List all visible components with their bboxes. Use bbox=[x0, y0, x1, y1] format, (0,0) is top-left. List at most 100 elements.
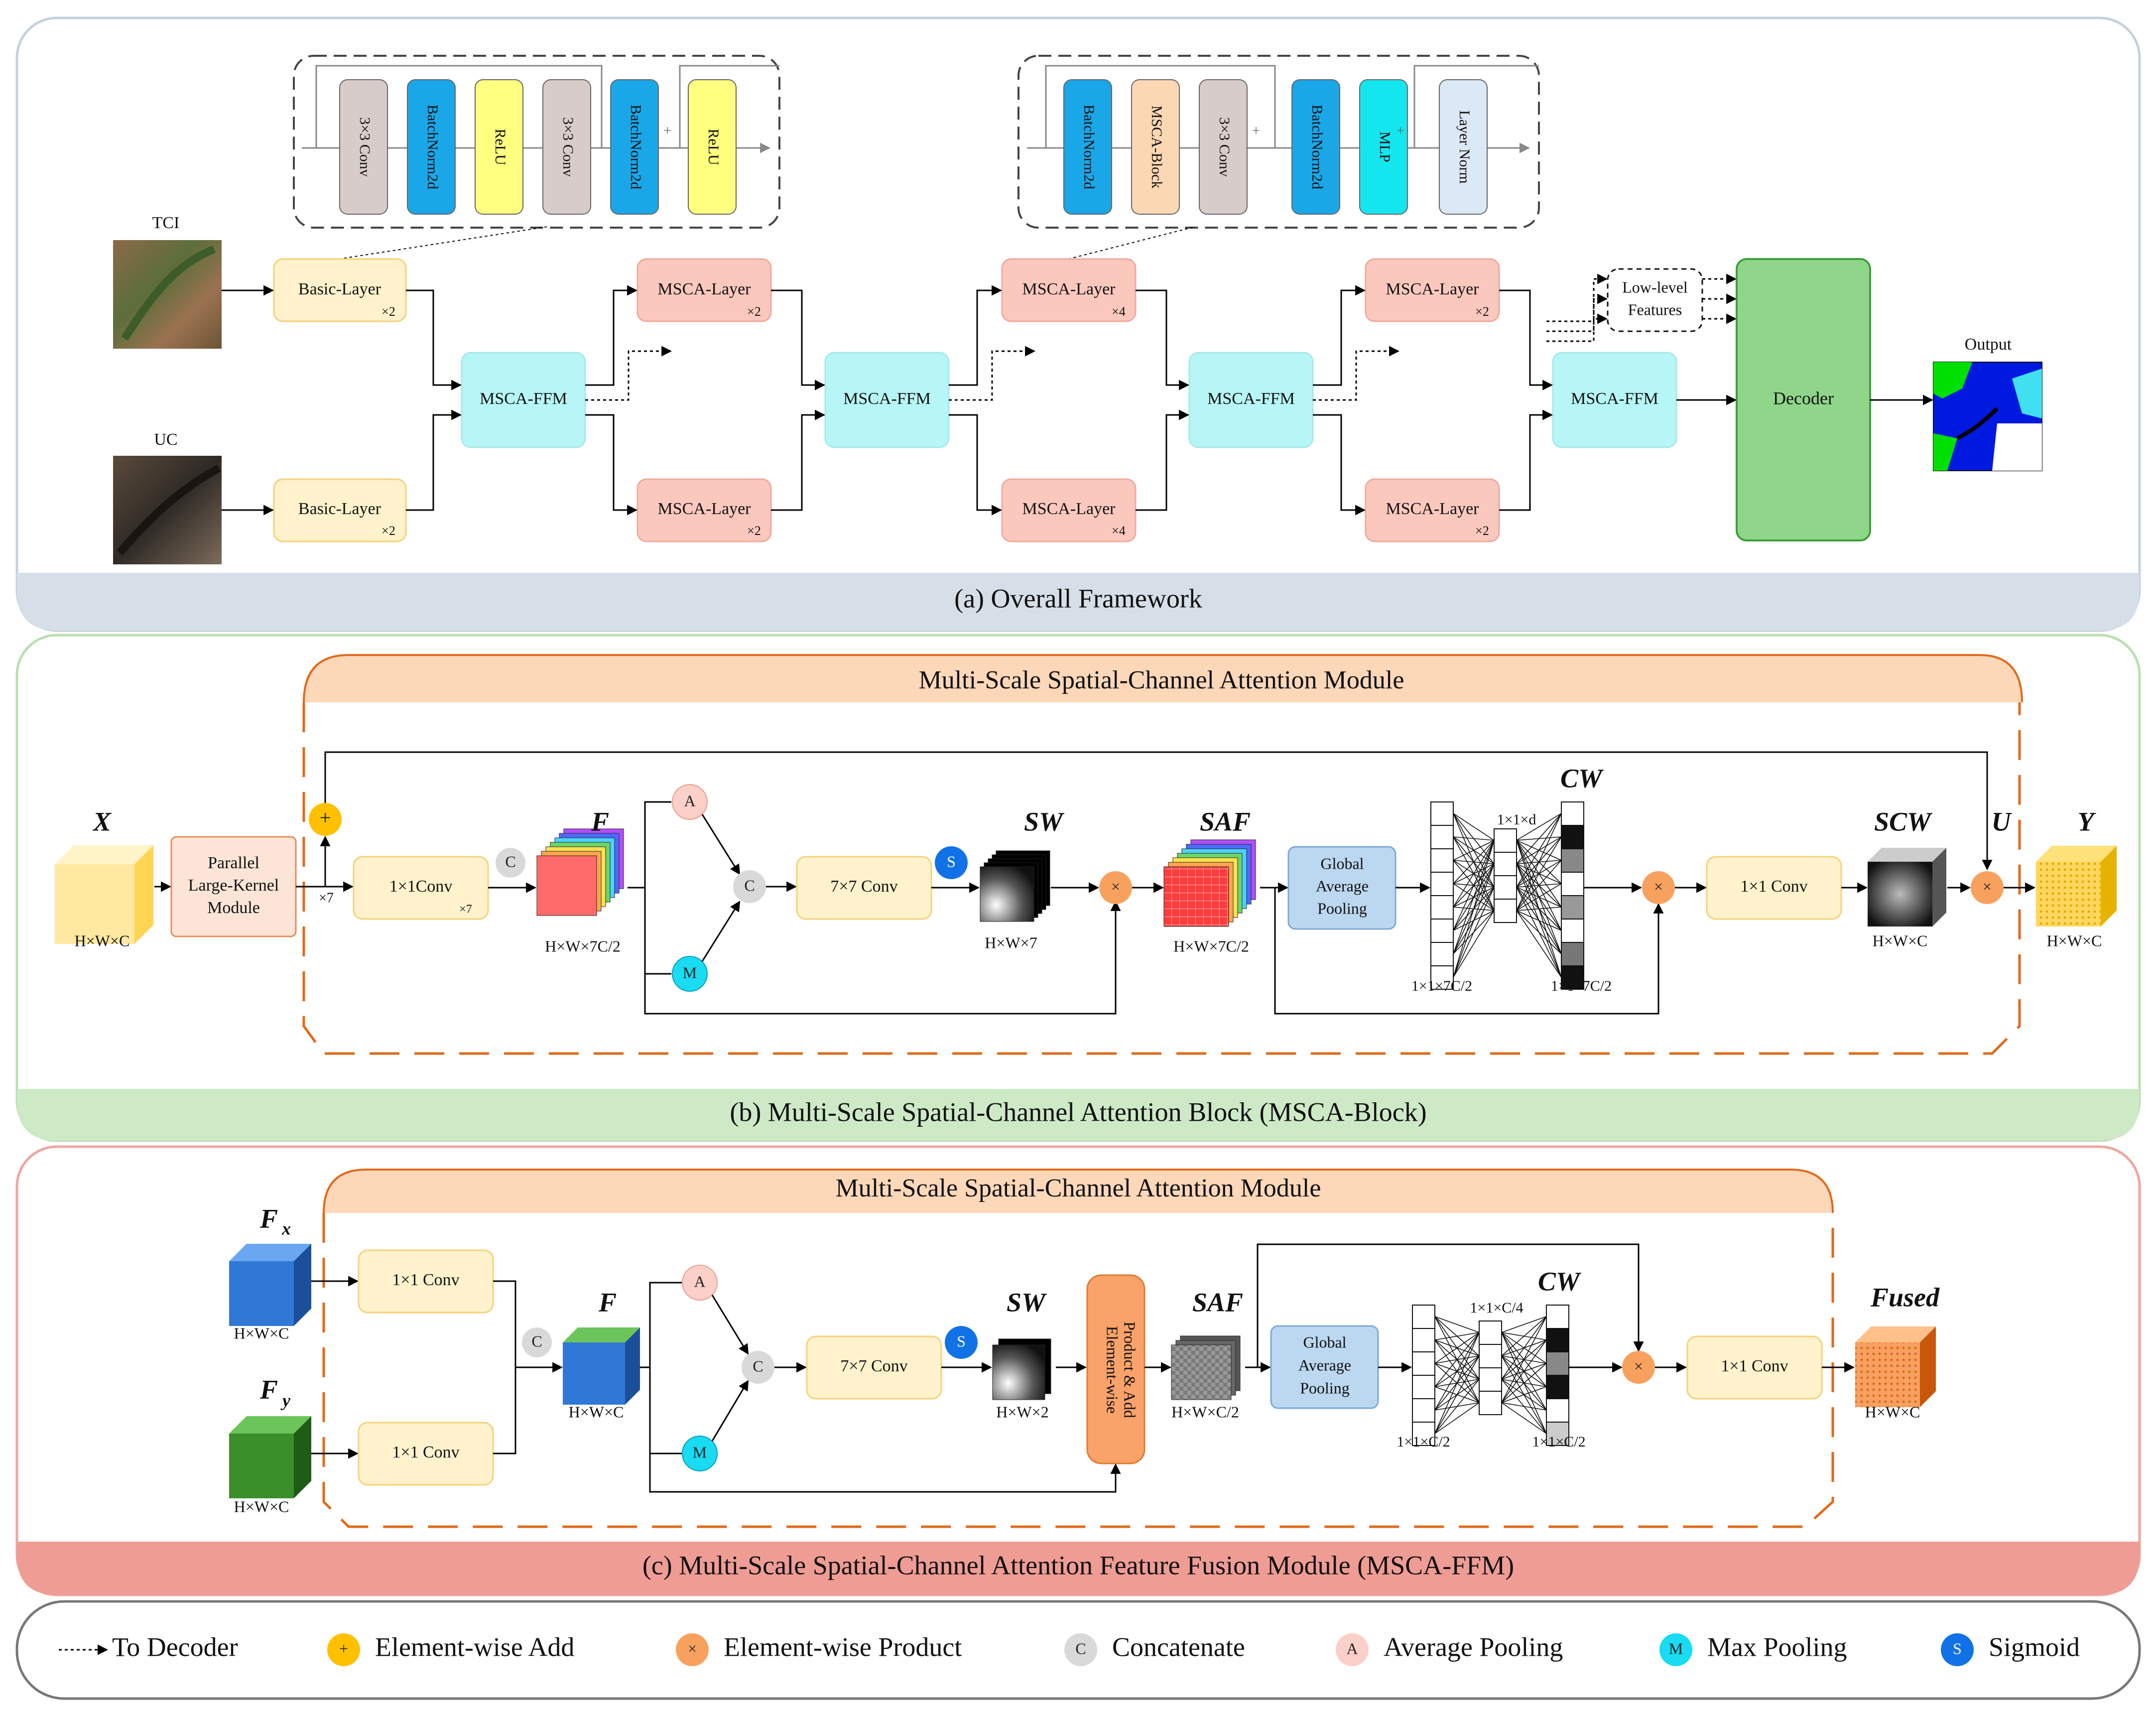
layer-bottom-to-ffm bbox=[1136, 409, 1190, 511]
mlp-mid-cell bbox=[1494, 828, 1517, 853]
legend-avg-label: Average Pooling bbox=[1384, 1632, 1563, 1662]
cw-symbol-c: CW bbox=[1538, 1266, 1582, 1296]
fused-dim: H×W×C bbox=[1865, 1403, 1920, 1421]
mlp-edge bbox=[1453, 840, 1495, 931]
to-decoder-dotted bbox=[1313, 346, 1400, 401]
uc-label: UC bbox=[154, 430, 177, 449]
mlp-edge bbox=[1501, 1332, 1547, 1411]
mlp-out-cell bbox=[1561, 872, 1584, 896]
mlp-in-cell bbox=[1412, 1422, 1435, 1446]
conv1x1-c2-label: 1×1 Conv bbox=[1721, 1357, 1788, 1375]
u-symbol: U bbox=[1992, 806, 2013, 836]
f-dim-b: H×W×7C/2 bbox=[545, 937, 621, 955]
legend-max-label: Max Pooling bbox=[1707, 1632, 1847, 1662]
sw-c-stack-layer bbox=[992, 1344, 1045, 1400]
msca-detail-label: BatchNorm2d bbox=[1309, 105, 1325, 189]
mlp-in-cell bbox=[1430, 825, 1454, 849]
mlp-edge bbox=[1434, 1332, 1480, 1387]
fused-cube-side bbox=[1920, 1326, 1936, 1407]
mlp-edge bbox=[1434, 1332, 1480, 1340]
sw-dim-b: H×W×7 bbox=[985, 933, 1037, 951]
msca-detail-block bbox=[1199, 79, 1248, 215]
mlp-edge bbox=[1453, 863, 1495, 978]
panel-c-caption-band bbox=[17, 1542, 2140, 1595]
f-feature-stack-layer bbox=[536, 855, 597, 916]
fused-cube-top bbox=[1855, 1326, 1936, 1342]
legend-max-icon bbox=[1659, 1633, 1692, 1666]
conv1x1-b-mult: ×7 bbox=[459, 903, 472, 916]
legend-product-icon bbox=[676, 1633, 709, 1666]
ffm-to-layer-bottom bbox=[949, 414, 1003, 516]
residual-add-icon bbox=[309, 803, 342, 836]
scw-dim: H×W×C bbox=[1873, 931, 1928, 949]
panel-b-module-title-band bbox=[303, 654, 2023, 703]
fy-cube-front bbox=[229, 1434, 294, 1498]
msca-detail-block bbox=[1063, 79, 1112, 215]
mlp-in-cell bbox=[1430, 848, 1454, 873]
basic-detail-label: ReLU bbox=[492, 129, 508, 165]
concat-b-icon bbox=[496, 848, 525, 878]
mlp-edge bbox=[1434, 1355, 1480, 1434]
sigmoid-c-icon-symbol: S bbox=[957, 1332, 966, 1350]
legend-avg-icon-symbol: A bbox=[1346, 1639, 1358, 1657]
legend-concat-icon bbox=[1064, 1633, 1097, 1666]
mlp-edge bbox=[1516, 863, 1562, 978]
concat-b2-icon bbox=[733, 870, 766, 903]
panel-b-caption: (b) Multi-Scale Spatial-Channel Attentio… bbox=[730, 1097, 1426, 1127]
mlp-mid-cell bbox=[1479, 1391, 1502, 1415]
gap-b-label-1: Global bbox=[1320, 854, 1364, 872]
f-symbol-b: F bbox=[591, 806, 609, 836]
layer-top-to-ffm bbox=[771, 289, 826, 391]
mlp-edge bbox=[1453, 836, 1495, 841]
avg-pool-b-icon bbox=[672, 784, 708, 820]
saf-symbol-c: SAF bbox=[1192, 1287, 1243, 1317]
product-b3-icon bbox=[1971, 871, 2004, 904]
mlp-edge bbox=[1453, 910, 1495, 978]
mlp-edge bbox=[1434, 1316, 1480, 1333]
scw-cube-top bbox=[1868, 848, 1946, 862]
gap-b-label-2: Average bbox=[1316, 877, 1369, 895]
mlp-out-cell bbox=[1561, 848, 1584, 873]
sw-b-stack-layer bbox=[980, 866, 1034, 922]
mlp-mid-cell bbox=[1479, 1320, 1502, 1345]
mlp-mid-c: 1×1×C/4 bbox=[1470, 1300, 1523, 1316]
saf-dim-c: H×W×C/2 bbox=[1171, 1403, 1239, 1421]
layer-top-to-ffm bbox=[1136, 289, 1190, 391]
mlp-in-cell bbox=[1430, 895, 1454, 920]
saf-to-product-c bbox=[1257, 1243, 1644, 1367]
max-to-concat-b bbox=[701, 901, 741, 962]
ewpa-block bbox=[1086, 1274, 1145, 1464]
fy-symbol: F bbox=[259, 1374, 278, 1404]
ffm-to-layer-top bbox=[949, 285, 1003, 386]
mlp-mid-cell bbox=[1494, 899, 1517, 923]
legend-to-decoder: To Decoder bbox=[112, 1632, 238, 1662]
fx-dim: H×W×C bbox=[234, 1324, 289, 1342]
x-input-cube-side bbox=[134, 845, 153, 944]
mlp-edge bbox=[1516, 840, 1562, 861]
legend-product-label: Element-wise Product bbox=[724, 1632, 962, 1662]
mlp-in-cell bbox=[1412, 1305, 1435, 1329]
sigmoid-b-icon-symbol: S bbox=[947, 852, 956, 870]
msca-detail-label: BatchNorm2d bbox=[1081, 105, 1097, 189]
saf-b-stack-layer bbox=[1163, 866, 1229, 927]
mlp-out-cell bbox=[1561, 965, 1584, 990]
basic-detail-block bbox=[339, 79, 388, 215]
legend-concat-label: Concatenate bbox=[1112, 1632, 1245, 1662]
mlp-edge bbox=[1516, 840, 1562, 908]
basic-top-to-ffm bbox=[406, 289, 462, 391]
mlp-edge bbox=[1434, 1332, 1480, 1364]
mlp-edge bbox=[1434, 1379, 1480, 1434]
msca-detail-label: MSCA-Block bbox=[1148, 106, 1165, 189]
to-decoder-dotted bbox=[949, 346, 1036, 401]
basic-detail-label: BatchNorm2d bbox=[628, 105, 644, 189]
fx-symbol: F bbox=[259, 1203, 278, 1233]
y-output-cube-side bbox=[2101, 846, 2117, 926]
avg-pool-c-icon bbox=[682, 1265, 718, 1301]
conv1x1-b2-label: 1×1 Conv bbox=[1740, 877, 1807, 896]
msca-detail-block bbox=[1439, 79, 1488, 215]
mlp-edge bbox=[1516, 836, 1562, 841]
max-pool-b-icon-symbol: M bbox=[683, 963, 697, 981]
mlp-edge bbox=[1453, 887, 1495, 978]
mlp-edge bbox=[1453, 840, 1495, 908]
tci-river bbox=[121, 245, 216, 341]
